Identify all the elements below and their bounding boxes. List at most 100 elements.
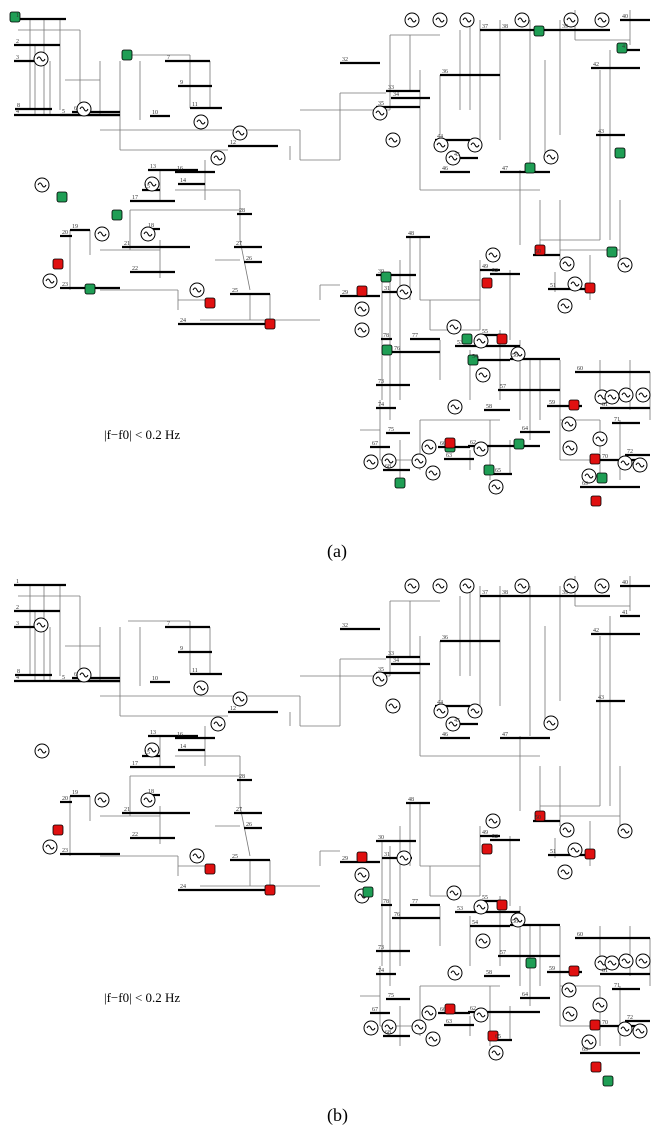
stable-bus-marker [525, 957, 537, 969]
bus-number: 40 [622, 14, 628, 20]
generator-icon [594, 12, 610, 28]
bus-number: 74 [378, 402, 384, 408]
bus-number: 55 [482, 329, 488, 335]
generator-icon [404, 578, 420, 594]
bus-number: 30 [378, 835, 384, 841]
buses [14, 583, 650, 1055]
unstable-bus-marker [52, 824, 64, 836]
bus-number: 27 [236, 241, 242, 247]
bus-number: 78 [383, 899, 389, 905]
generator-icon [447, 399, 463, 415]
generator-icon [559, 822, 575, 838]
bus-number: 2 [16, 39, 19, 45]
generator-icon [562, 1006, 578, 1022]
bus-number: 11 [192, 668, 198, 674]
bus-number: 38 [502, 590, 508, 596]
generator-icon [381, 1019, 397, 1035]
unstable-bus-marker [568, 965, 580, 977]
bus-number: 59 [549, 400, 555, 406]
bus-number: 20 [62, 796, 68, 802]
bus-number: 71 [614, 983, 620, 989]
unstable-bus-marker [481, 277, 493, 289]
unstable-bus-marker [534, 244, 546, 256]
generator-icon [635, 953, 651, 969]
generator-icon [592, 431, 608, 447]
generator-icon [381, 453, 397, 469]
generator-icon [76, 101, 92, 117]
unstable-bus-marker [204, 863, 216, 875]
bus-number: 32 [342, 57, 348, 63]
generator-icon [193, 114, 209, 130]
bus-number: 18 [148, 223, 154, 229]
generator-icon [488, 1045, 504, 1061]
bus-number: 65 [495, 1034, 501, 1040]
bus-number: 11 [192, 102, 198, 108]
bus-number: 38 [502, 24, 508, 30]
generator-icon [94, 792, 110, 808]
bus-number: 9 [180, 646, 183, 652]
generator-icon [189, 848, 205, 864]
bus-number: 22 [132, 832, 138, 838]
bus-number: 17 [132, 761, 138, 767]
bus-number: 20 [62, 230, 68, 236]
bus-number: 76 [394, 346, 400, 352]
generator-icon [618, 387, 634, 403]
bus-number: 54 [472, 920, 478, 926]
bus-number: 15 [144, 750, 150, 756]
bus-number: 34 [393, 658, 399, 664]
stable-bus-marker [111, 209, 123, 221]
bus-number: 32 [342, 623, 348, 629]
condition-label-a: |f−f0| < 0.2 Hz [104, 427, 180, 442]
generator-icon [140, 792, 156, 808]
bus-number: 29 [342, 856, 348, 862]
generator-icon [33, 51, 49, 67]
bus-number: 31 [384, 286, 390, 292]
unstable-bus-marker [487, 1030, 499, 1042]
stable-bus-marker [513, 438, 525, 450]
generator-icon [473, 899, 489, 915]
bus-number: 23 [62, 848, 68, 854]
bus-number: 3 [16, 55, 19, 61]
stable-bus-marker [461, 333, 473, 345]
bus-number: 28 [239, 208, 245, 214]
generator-icon [567, 276, 583, 292]
bus-number: 46 [442, 166, 448, 172]
unstable-bus-marker [264, 884, 276, 896]
stable-bus-marker [9, 11, 21, 23]
bus-number: 29 [342, 290, 348, 296]
bus-number: 30 [378, 269, 384, 275]
generator-icon [94, 226, 110, 242]
generator-icon [563, 578, 579, 594]
bus-number: 75 [388, 427, 394, 433]
generator-icon [514, 578, 530, 594]
bus-number: 6 [74, 106, 77, 112]
generator-icon [210, 716, 226, 732]
generator-icon [562, 440, 578, 456]
bus-number: 68 [385, 464, 391, 470]
bus-number: 51 [550, 283, 556, 289]
bus-number: 73 [378, 379, 384, 385]
bus-number: 65 [495, 468, 501, 474]
bus-number: 49 [482, 830, 488, 836]
generator-icon [193, 680, 209, 696]
bus-number: 35 [378, 667, 384, 673]
generator-icon [459, 578, 475, 594]
bus-number: 67 [372, 441, 378, 447]
generator-icon [425, 1031, 441, 1047]
generator-icon [140, 226, 156, 242]
unstable-bus-marker [568, 399, 580, 411]
bus-number: 39 [562, 24, 568, 30]
bus-number: 35 [378, 101, 384, 107]
transmission-lines [18, 576, 651, 1046]
generator-icon [561, 982, 577, 998]
generator-icon [42, 839, 58, 855]
bus-number: 68 [385, 1030, 391, 1036]
generator-icon [354, 301, 370, 317]
generator-icon [446, 885, 462, 901]
bus-number: 24 [180, 318, 186, 324]
generator-icon [76, 667, 92, 683]
bus-number: 5 [62, 675, 65, 681]
generator-icon [488, 479, 504, 495]
bus-number: 40 [622, 580, 628, 586]
bus-number: 47 [502, 732, 508, 738]
